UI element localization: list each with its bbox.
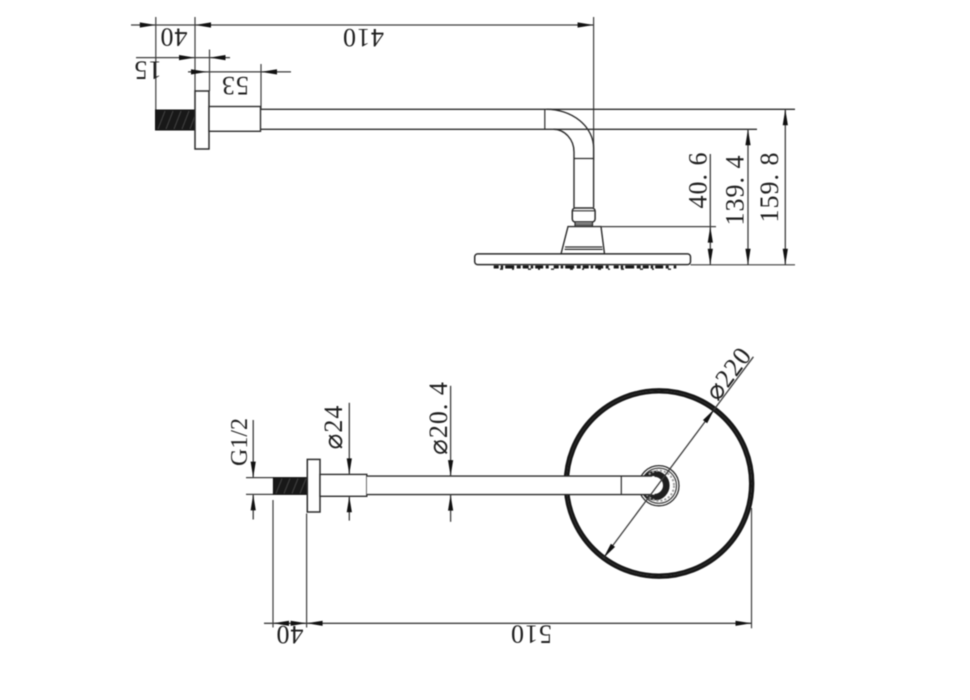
svg-text:159. 8: 159. 8 bbox=[755, 152, 784, 223]
svg-text:G1/2: G1/2 bbox=[227, 418, 253, 466]
svg-text:510: 510 bbox=[510, 620, 552, 649]
svg-text:40: 40 bbox=[276, 620, 304, 649]
svg-text:40: 40 bbox=[160, 23, 188, 52]
svg-text:15: 15 bbox=[134, 56, 162, 85]
svg-text:⌀20. 4: ⌀20. 4 bbox=[424, 381, 453, 455]
svg-text:40. 6: 40. 6 bbox=[684, 152, 713, 209]
svg-text:⌀24: ⌀24 bbox=[319, 405, 348, 450]
svg-text:53: 53 bbox=[221, 71, 249, 100]
svg-text:410: 410 bbox=[342, 23, 384, 52]
svg-text:139. 4: 139. 4 bbox=[721, 155, 750, 226]
svg-text:⌀220: ⌀220 bbox=[699, 341, 757, 405]
